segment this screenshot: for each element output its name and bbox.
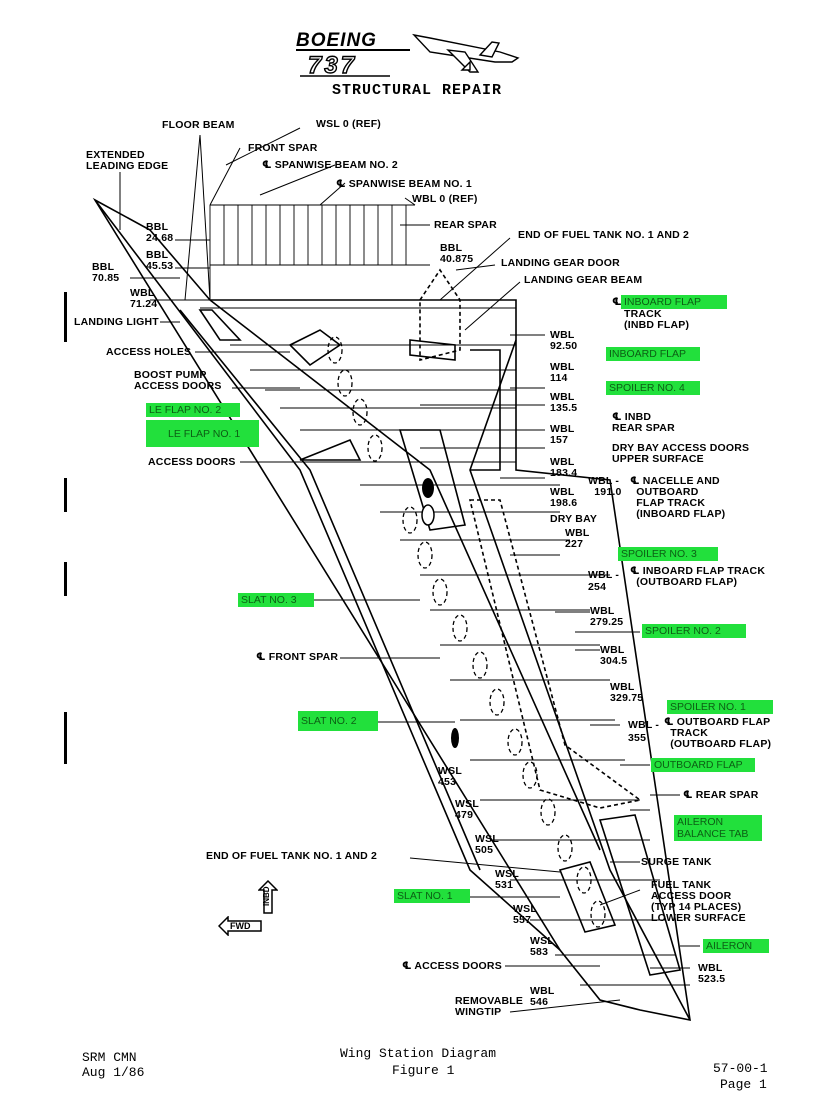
label-access-doors-left: ACCESS DOORS	[148, 456, 236, 468]
label-inboard-flap-track-rest: TRACK (INBD FLAP)	[624, 308, 690, 331]
label-extended-leading-edge: EXTENDED LEADING EDGE	[86, 149, 169, 172]
label-wsl-453: WSL 453	[438, 765, 462, 788]
label-bbl-24: BBL 24.68	[146, 221, 174, 244]
highlight-spoiler-4: SPOILER NO. 4	[606, 381, 700, 395]
label-bbl-40: BBL 40.875	[440, 242, 474, 265]
footer-section: 57-00-1	[713, 1061, 768, 1076]
label-wsl-531: WSL 531	[495, 868, 519, 891]
highlight-outboard-flap: OUTBOARD FLAP	[651, 758, 755, 772]
label-fuel-tank-access: FUEL TANK ACCESS DOOR (TYP 14 PLACES) LO…	[651, 879, 746, 924]
label-landing-gear-door: LANDING GEAR DOOR	[501, 257, 620, 269]
label-nacelle: ℄ NACELLE AND OUTBOARD FLAP TRACK (INBOA…	[630, 475, 726, 520]
label-wbl0-ref: WBL 0 (REF)	[412, 193, 478, 205]
label-inboard-flap-track-out: ℄ INBOARD FLAP TRACK (OUTBOARD FLAP)	[630, 565, 766, 588]
label-wbl-183: WBL 183.4	[550, 456, 578, 479]
label-wsl-479: WSL 479	[455, 798, 479, 821]
label-surge-tank: SURGE TANK	[641, 856, 712, 868]
label-dry-bay: DRY BAY	[550, 513, 598, 525]
highlight-aileron: AILERON	[703, 939, 769, 953]
fwd-arrow-text: FWD	[230, 921, 251, 931]
subtitle: STRUCTURAL REPAIR	[332, 82, 503, 99]
label-wbl-135: WBL 135.5	[550, 391, 578, 414]
label-wbl-329: WBL 329.75	[610, 681, 644, 704]
label-bbl-70: BBL 70.85	[92, 261, 120, 284]
label-cl-symbol-inbd-flap-track: ℄	[612, 296, 622, 308]
model-text: 737	[307, 51, 358, 79]
highlight-le-flap-1: LE FLAP NO. 1	[146, 420, 259, 447]
change-bar	[64, 292, 67, 342]
label-boost-pump: BOOST PUMP ACCESS DOORS	[134, 369, 222, 392]
label-wbl-157: WBL 157	[550, 423, 575, 446]
fwd-arrow-icon: FWD	[218, 916, 262, 936]
label-dry-bay-doors: DRY BAY ACCESS DOORS UPPER SURFACE	[612, 442, 750, 465]
label-wsl-583: WSL 583	[530, 935, 554, 958]
highlight-inboard-flap-track: INBOARD FLAP	[621, 295, 727, 309]
label-rear-spar-right: ℄ REAR SPAR	[683, 789, 759, 801]
footer-page: Page 1	[720, 1077, 767, 1092]
label-front-spar-left: ℄ FRONT SPAR	[256, 651, 339, 663]
label-removable-wingtip: REMOVABLE WINGTIP	[455, 995, 524, 1018]
label-floor-beam: FLOOR BEAM	[162, 119, 235, 131]
change-bar	[64, 478, 67, 512]
label-spanwise-beam-1: ℄ SPANWISE BEAM NO. 1	[336, 178, 472, 190]
label-end-fuel-tank-bottom: END OF FUEL TANK NO. 1 AND 2	[206, 850, 378, 862]
footer-figure: Figure 1	[392, 1063, 455, 1078]
label-landing-gear-beam: LANDING GEAR BEAM	[524, 274, 643, 286]
highlight-spoiler-3: SPOILER NO. 3	[618, 547, 718, 561]
inbd-arrow-text: INBD	[262, 886, 271, 906]
label-wbl-227: WBL 227	[565, 527, 590, 550]
inbd-arrow-icon: INBD	[258, 880, 278, 914]
label-wbl-355-num: 355	[628, 732, 647, 744]
highlight-spoiler-1: SPOILER NO. 1	[667, 700, 773, 714]
label-wbl-254-num: 254	[588, 581, 607, 593]
label-wsl-557: WSL 557	[513, 903, 537, 926]
label-cl-access-doors: ℄ ACCESS DOORS	[402, 960, 502, 972]
change-bar	[64, 562, 67, 596]
label-wbl-279: WBL 279.25	[590, 605, 624, 628]
highlight-slat-3: SLAT NO. 3	[238, 593, 314, 607]
label-wbl-355: WBL -	[628, 719, 660, 731]
label-wsl-505: WSL 505	[475, 833, 499, 856]
highlight-slat-2: SLAT NO. 2	[298, 711, 378, 731]
highlight-spoiler-2: SPOILER NO. 2	[642, 624, 746, 638]
label-front-spar-top: FRONT SPAR	[248, 142, 318, 154]
change-bar	[64, 712, 67, 764]
label-wbl-304: WBL 304.5	[600, 644, 628, 667]
label-outboard-flap-track: ℄ OUTBOARD FLAP TRACK (OUTBOARD FLAP)	[664, 716, 772, 750]
label-wbl-254: WBL -	[588, 569, 620, 581]
label-inbd-rear-spar: ℄ INBD REAR SPAR	[612, 411, 675, 434]
highlight-aileron-balance-tab: AILERON BALANCE TAB	[674, 815, 762, 841]
label-wbl-523: WBL 523.5	[698, 962, 726, 985]
label-spanwise-beam-2: ℄ SPANWISE BEAM NO. 2	[262, 159, 398, 171]
label-wbl-71: WBL 71.24	[130, 287, 158, 310]
label-landing-light: LANDING LIGHT	[74, 316, 159, 328]
label-access-holes: ACCESS HOLES	[106, 346, 192, 358]
label-end-fuel-tank-top: END OF FUEL TANK NO. 1 AND 2	[518, 229, 690, 241]
label-rear-spar-top: REAR SPAR	[434, 219, 497, 231]
label-wbl-191: WBL - 191.0	[588, 475, 622, 498]
label-wbl-114: WBL 114	[550, 361, 575, 384]
label-bbl-45: BBL 45.53	[146, 249, 174, 272]
brand-text: BOEING	[296, 30, 377, 51]
highlight-le-flap-2: LE FLAP NO. 2	[146, 403, 240, 417]
highlight-inboard-flap: INBOARD FLAP	[606, 347, 700, 361]
highlight-slat-1: SLAT NO. 1	[394, 889, 470, 903]
label-wbl-198: WBL 198.6	[550, 486, 578, 509]
label-wbl-546: WBL 546	[530, 985, 555, 1008]
footer-left-line2: Aug 1/86	[82, 1065, 145, 1080]
footer-title: Wing Station Diagram	[340, 1046, 497, 1061]
label-wsl0-ref: WSL 0 (REF)	[316, 118, 382, 130]
label-wbl-92: WBL 92.50	[550, 329, 578, 352]
footer-left-line1: SRM CMN	[82, 1050, 137, 1065]
